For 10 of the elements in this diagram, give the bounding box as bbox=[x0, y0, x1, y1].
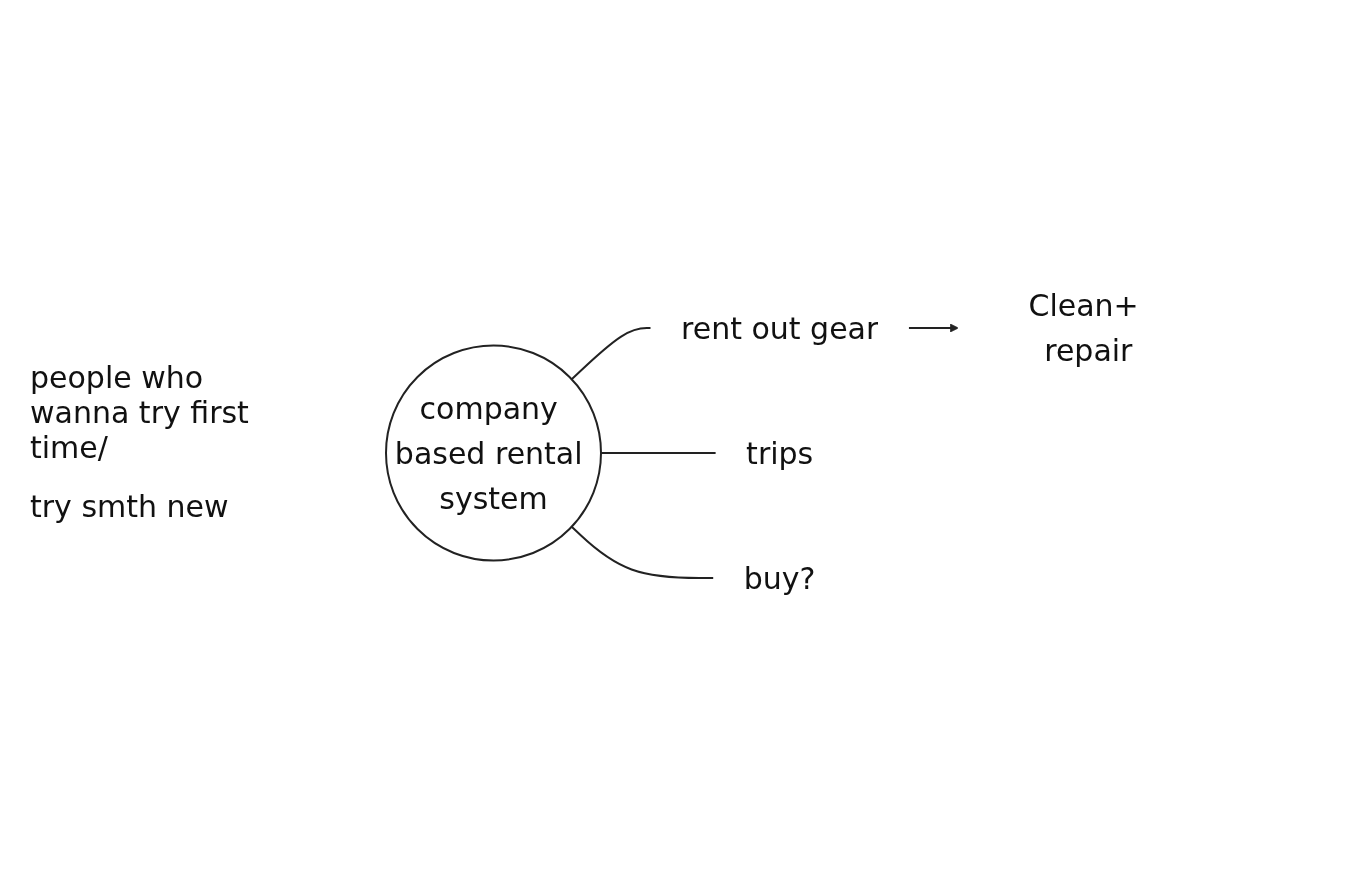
connector bbox=[571, 326, 653, 380]
node-text: rent out gear bbox=[681, 310, 879, 346]
note-text: try smth new bbox=[30, 488, 230, 524]
note-text: people who wanna try first time/ bbox=[30, 359, 250, 465]
connector bbox=[571, 525, 716, 579]
node-text: Clean+ repair bbox=[1028, 287, 1140, 368]
node-text: buy? bbox=[744, 560, 816, 596]
node-circle: company based rental system bbox=[385, 344, 603, 562]
node-text: trips bbox=[746, 435, 814, 471]
arrow bbox=[907, 323, 960, 333]
